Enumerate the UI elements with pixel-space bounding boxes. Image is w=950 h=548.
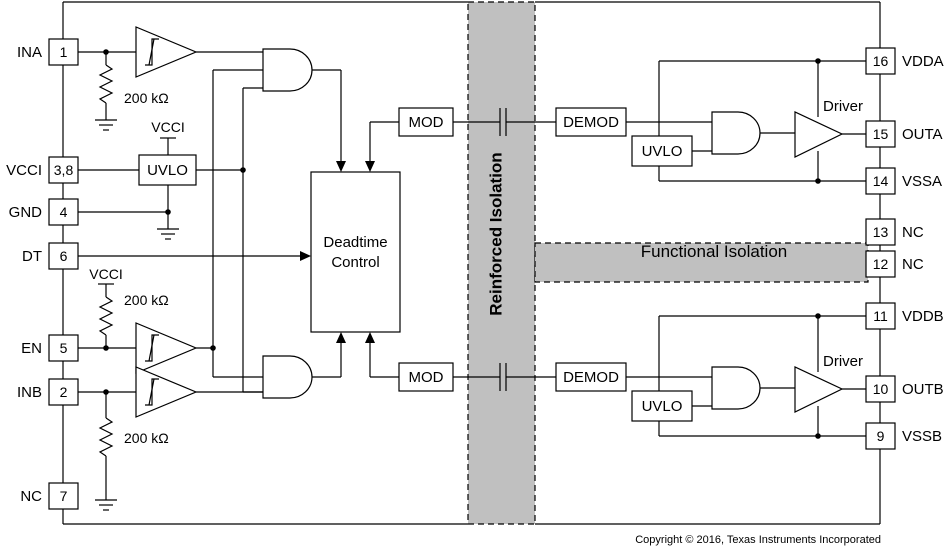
vcci-top-label: VCCI [151, 119, 184, 135]
driver-b-label: Driver [823, 353, 863, 370]
pin-dt: 6 DT [22, 242, 79, 270]
pin-outb: 10 OUTB [865, 375, 944, 403]
pin-nc-12: 12 NC [865, 250, 924, 278]
pin-dt-label: DT [22, 248, 42, 265]
demod-bottom-label: DEMOD [563, 369, 619, 386]
pin-vcci-number: 3,8 [54, 162, 74, 178]
pin-vdda-label: VDDA [902, 53, 944, 70]
pin-vddb-number: 11 [873, 308, 888, 324]
pin-outb-number: 10 [873, 381, 889, 397]
pin-nc-13-label: NC [902, 224, 924, 241]
reinforced-isolation-band [467, 1, 536, 525]
vcci-en-label: VCCI [89, 266, 122, 282]
pin-vcci-label: VCCI [6, 162, 42, 179]
pin-nc-12-number: 12 [873, 256, 889, 272]
pin-vssa: 14 VSSA [865, 167, 942, 195]
mod-bottom-label: MOD [409, 369, 444, 386]
pin-nc-13-number: 13 [873, 224, 889, 240]
uvlo-input-label: UVLO [147, 162, 188, 179]
pin-gnd-label: GND [9, 204, 43, 221]
resistor-ina-label: 200 kΩ [124, 90, 169, 106]
pin-inb-number: 2 [60, 384, 68, 400]
functional-isolation-band [534, 242, 869, 283]
pin-en: 5 EN [21, 334, 79, 362]
pin-vdda: 16 VDDA [865, 47, 944, 75]
uvlo-a-label: UVLO [642, 143, 683, 160]
pin-vddb: 11 VDDB [865, 302, 944, 330]
pin-nc-left: 7 NC [20, 482, 79, 510]
pin-vddb-label: VDDB [902, 308, 944, 325]
deadtime-label-line2: Control [331, 254, 379, 271]
pin-en-label: EN [21, 340, 42, 357]
pin-gnd-number: 4 [60, 204, 68, 220]
pin-nc-left-number: 7 [60, 488, 68, 504]
reinforced-isolation-label: Reinforced Isolation [487, 152, 506, 315]
pin-nc-12-label: NC [902, 256, 924, 273]
pin-vssb: 9 VSSB [865, 422, 942, 450]
mod-top-label: MOD [409, 114, 444, 131]
functional-isolation-label: Functional Isolation [641, 242, 787, 261]
demod-top-label: DEMOD [563, 114, 619, 131]
pin-en-number: 5 [60, 340, 68, 356]
copyright-notice: Copyright © 2016, Texas Instruments Inco… [635, 534, 881, 546]
uvlo-b-label: UVLO [642, 398, 683, 415]
pin-vssb-number: 9 [877, 428, 885, 444]
pin-vdda-number: 16 [873, 53, 889, 69]
pin-vssb-label: VSSB [902, 428, 942, 445]
pin-ina: 1 INA [17, 38, 79, 66]
pin-nc-left-label: NC [20, 488, 42, 505]
pin-vssa-label: VSSA [902, 173, 942, 190]
pin-ina-label: INA [17, 44, 42, 61]
pin-vssa-number: 14 [873, 173, 889, 189]
pin-vcci: 3,8 VCCI [6, 156, 79, 184]
resistor-en-label: 200 kΩ [124, 292, 169, 308]
deadtime-label-line1: Deadtime [323, 234, 387, 251]
pin-outa-label: OUTA [902, 126, 943, 143]
pin-gnd: 4 GND [9, 198, 79, 226]
pin-outa-number: 15 [873, 126, 889, 142]
resistor-inb-label: 200 kΩ [124, 430, 169, 446]
pin-outa: 15 OUTA [865, 120, 943, 148]
pin-dt-number: 6 [60, 248, 68, 264]
pin-inb-label: INB [17, 384, 42, 401]
driver-a-label: Driver [823, 98, 863, 115]
pin-ina-number: 1 [60, 44, 68, 60]
pin-outb-label: OUTB [902, 381, 944, 398]
pin-nc-13: 13 NC [865, 218, 924, 246]
pin-inb: 2 INB [17, 378, 79, 406]
